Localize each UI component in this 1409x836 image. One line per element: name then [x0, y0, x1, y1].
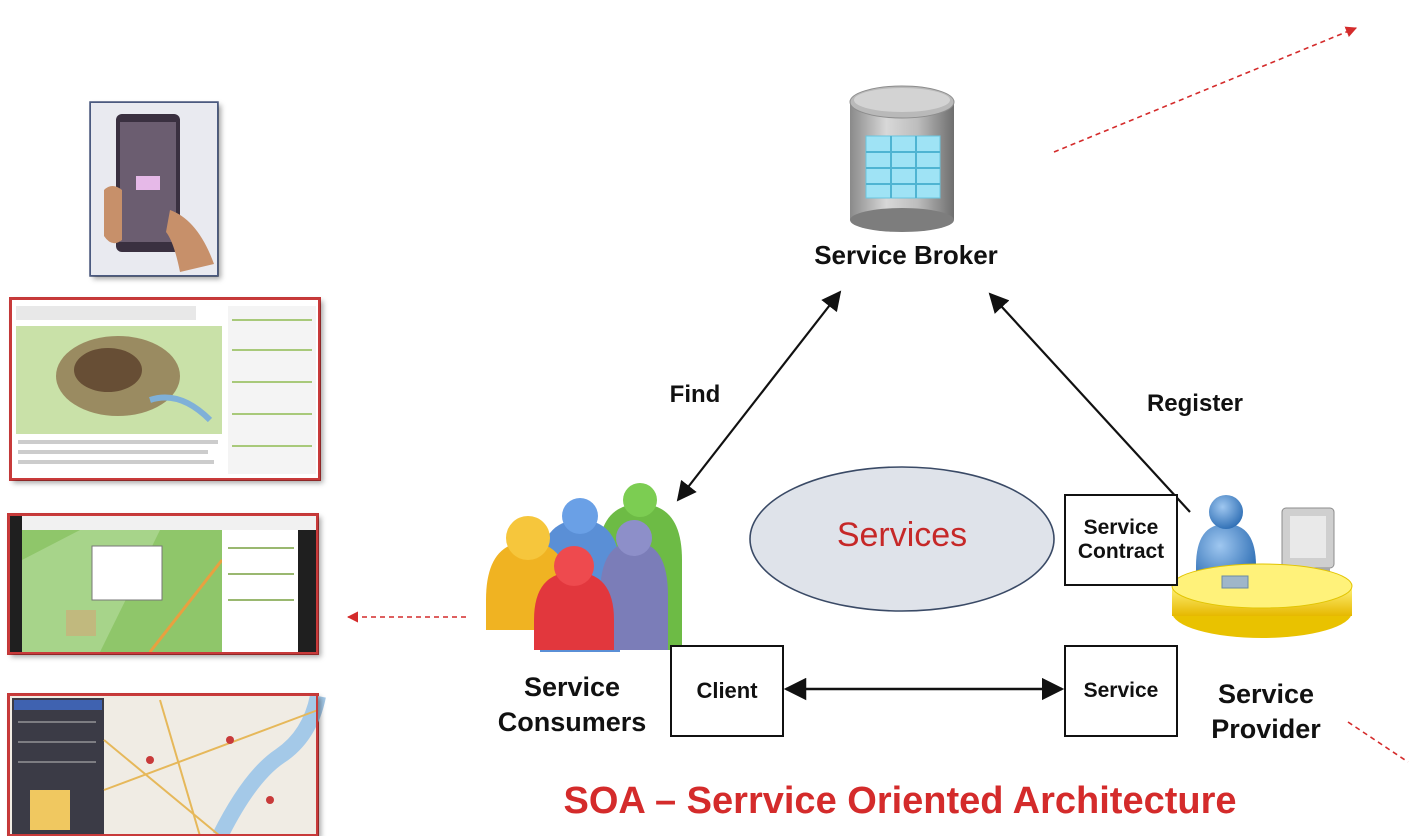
- consumers-line2: Consumers: [497, 707, 647, 738]
- dashed-arrow-top-right: [1053, 26, 1358, 153]
- thumbnail-web-map-app: [8, 514, 318, 654]
- phone-photo-thumbnail-art: [89, 101, 219, 277]
- register-arrow: [988, 292, 1191, 513]
- provider-line1: Service: [1217, 679, 1315, 709]
- dashed-arrow-bottom-right: [1347, 721, 1409, 763]
- map-document-thumbnail-art: [9, 297, 321, 481]
- service-broker-label: Service Broker: [814, 240, 998, 270]
- services-ellipse: [749, 466, 1055, 612]
- find-arrow: [676, 290, 842, 502]
- service-contract-line1: Service: [1083, 515, 1159, 539]
- web-map-thumbnail-art: [7, 513, 319, 655]
- service-box: Service: [1064, 645, 1178, 737]
- service-provider-label: Service Provider: [1196, 677, 1336, 747]
- database-icon: [849, 85, 955, 232]
- service-contract-line2: Contract: [1077, 540, 1165, 563]
- thumbnail-map-document: [10, 298, 320, 480]
- provider-desk-icon: [1171, 495, 1353, 638]
- city-map-thumbnail-art: [7, 693, 326, 836]
- thumbnail-city-map-app: [8, 694, 318, 836]
- consumers-line1: Service: [523, 672, 621, 702]
- thumbnail-phone-photo: [90, 102, 218, 276]
- register-label: Register: [1146, 390, 1244, 417]
- provider-line2: Provider: [1211, 714, 1321, 745]
- service-contract-box: Service Contract: [1064, 494, 1178, 586]
- services-label: Services: [836, 516, 968, 554]
- service-consumers-label: Service Consumers: [472, 670, 672, 740]
- diagram-title: SOA – Serrvice Oriented Architecture: [563, 780, 1237, 822]
- consumers-people-icon: [486, 483, 682, 652]
- find-label: Find: [669, 381, 721, 408]
- client-box: Client: [670, 645, 784, 737]
